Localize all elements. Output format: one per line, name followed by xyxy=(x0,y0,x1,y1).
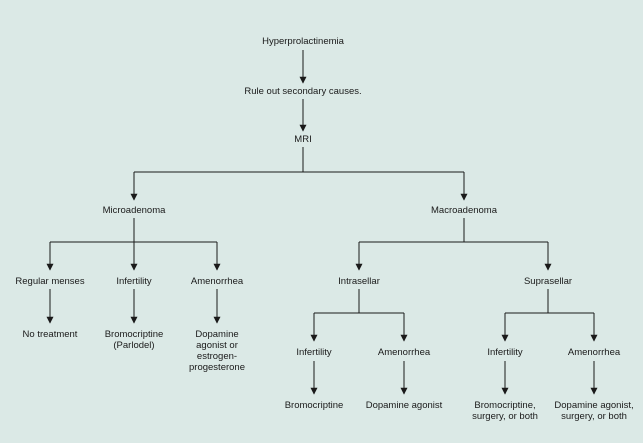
node-intra-bromocriptine: Bromocriptine xyxy=(284,400,344,411)
node-microadenoma: Microadenoma xyxy=(102,205,166,216)
node-macroadenoma: Macroadenoma xyxy=(430,205,498,216)
node-rule-out-secondary-causes: Rule out secondary causes. xyxy=(244,86,362,97)
node-bromocriptine-parlodel: Bromocriptine (Parlodel) xyxy=(105,329,164,351)
node-supra-dopamine-agonist: Dopamine agonist, surgery, or both xyxy=(554,400,633,422)
text-line: Bromocriptine, xyxy=(474,400,536,411)
text-line: estrogen- xyxy=(196,351,238,362)
node-intra-infertility: Infertility xyxy=(296,347,332,358)
text-line: (Parlodel) xyxy=(113,340,155,351)
text-line: surgery, or both xyxy=(472,411,538,422)
node-no-treatment: No treatment xyxy=(22,329,78,340)
text-line: Dopamine agonist, xyxy=(554,400,634,411)
node-intra-amenorrhea: Amenorrhea xyxy=(377,347,431,358)
node-mri: MRI xyxy=(294,134,312,145)
node-intra-dopamine-agonist: Dopamine agonist xyxy=(365,400,443,411)
node-supra-amenorrhea: Amenorrhea xyxy=(567,347,621,358)
node-micro-infertility: Infertility xyxy=(116,276,152,287)
node-intrasellar: Intrasellar xyxy=(338,276,380,287)
node-dopamine-or-estrogen: Dopamine agonist or estrogen- progestero… xyxy=(189,329,245,373)
text-line: progesterone xyxy=(189,362,245,373)
node-hyperprolactinemia: Hyperprolactinemia xyxy=(262,36,344,47)
node-regular-menses: Regular menses xyxy=(15,276,85,287)
text-line: agonist or xyxy=(196,340,238,351)
node-supra-bromocriptine: Bromocriptine, surgery, or both xyxy=(472,400,538,422)
node-suprasellar: Suprasellar xyxy=(523,276,573,287)
text-line: surgery, or both xyxy=(561,411,627,422)
node-supra-infertility: Infertility xyxy=(487,347,523,358)
node-micro-amenorrhea: Amenorrhea xyxy=(190,276,244,287)
text-line: Dopamine xyxy=(195,329,239,340)
text-line: Bromocriptine xyxy=(104,329,164,340)
